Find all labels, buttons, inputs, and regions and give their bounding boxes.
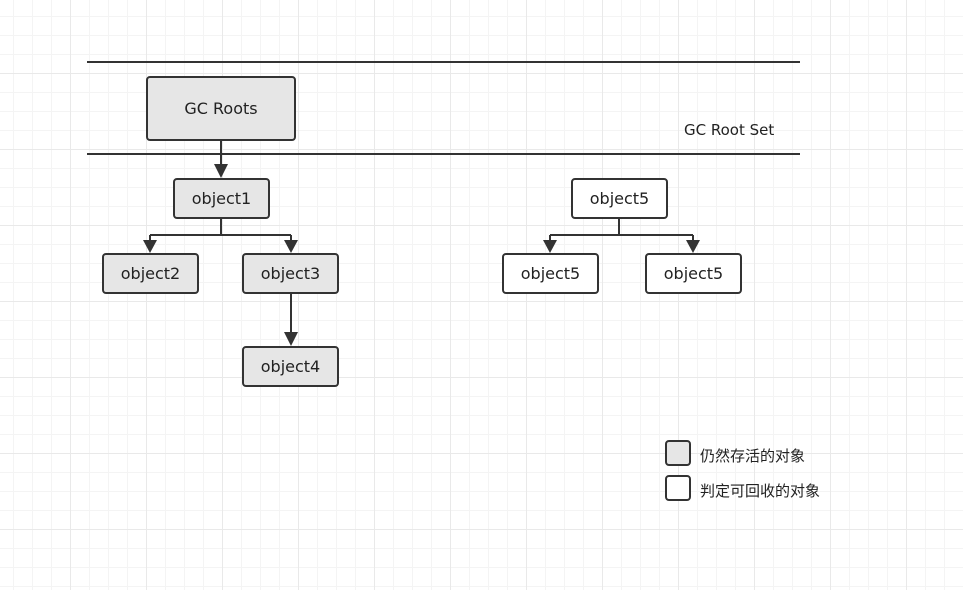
- object1-node: object1: [173, 178, 270, 219]
- object3-node: object3: [242, 253, 339, 294]
- object2-node: object2: [102, 253, 199, 294]
- arrowhead-object1: [214, 164, 228, 178]
- arrowhead-object4: [284, 332, 298, 346]
- root-set-top-line: [87, 61, 800, 63]
- legend-dead-label: 判定可回收的对象: [700, 482, 821, 500]
- arrowhead-object3: [284, 240, 298, 253]
- arrowhead-orphan-right: [686, 240, 700, 253]
- object4-node: object4: [242, 346, 339, 387]
- gc-roots-node: GC Roots: [146, 76, 296, 141]
- arrowhead-object2: [143, 240, 157, 253]
- legend-live-label: 仍然存活的对象: [700, 447, 806, 465]
- root-set-bottom-line: [87, 153, 800, 155]
- orphan-parent-node: object5: [571, 178, 668, 219]
- legend-dead-swatch: [665, 475, 691, 501]
- orphan-left-node: object5: [502, 253, 599, 294]
- root-set-label: GC Root Set: [684, 121, 775, 139]
- legend-live-swatch: [665, 440, 691, 466]
- orphan-right-node: object5: [645, 253, 742, 294]
- arrowhead-orphan-left: [543, 240, 557, 253]
